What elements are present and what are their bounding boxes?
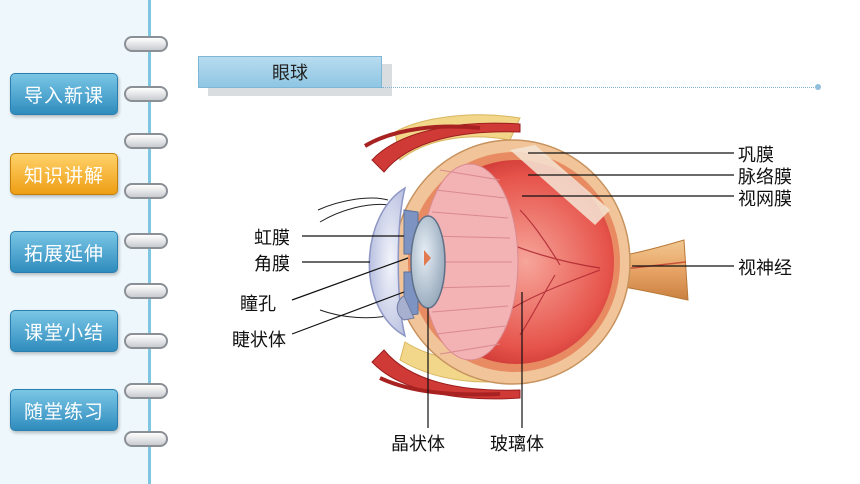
nav-button-extension[interactable]: 拓展延伸	[10, 231, 118, 273]
cornea-shape	[368, 186, 407, 338]
label-iris: 虹膜	[254, 228, 290, 249]
title-divider	[382, 87, 816, 88]
binder-ring-icon	[124, 133, 168, 149]
label-cornea: 角膜	[254, 254, 290, 275]
divider-dot	[815, 84, 821, 90]
binder-ring-icon	[124, 36, 168, 52]
label-ciliary-body: 睫状体	[232, 330, 286, 351]
label-pupil: 瞳孔	[240, 294, 276, 315]
binder-ring-icon	[124, 86, 168, 102]
binder-ring-icon	[124, 283, 168, 299]
nav-button-knowledge[interactable]: 知识讲解	[10, 153, 118, 195]
binder-ring-icon	[124, 233, 168, 249]
label-vitreous: 玻璃体	[490, 434, 544, 455]
binder-ring-icon	[124, 183, 168, 199]
label-optic-nerve: 视神经	[738, 258, 792, 279]
label-lens: 晶状体	[391, 434, 445, 455]
page-title: 眼球	[198, 56, 382, 88]
binder-ring-icon	[124, 431, 168, 447]
label-retina: 视网膜	[738, 189, 792, 210]
nav-button-intro[interactable]: 导入新课	[10, 73, 118, 115]
leader-lines	[291, 152, 734, 428]
ciliary-fan-shape	[421, 163, 519, 361]
binder-ring-icon	[124, 383, 168, 399]
nav-button-summary[interactable]: 课堂小结	[10, 310, 118, 352]
binder-ring-icon	[124, 333, 168, 349]
lens-shape	[410, 215, 446, 309]
label-sclera: 巩膜	[738, 145, 774, 166]
nav-button-practice[interactable]: 随堂练习	[10, 389, 118, 431]
label-choroid: 脉络膜	[738, 167, 792, 188]
